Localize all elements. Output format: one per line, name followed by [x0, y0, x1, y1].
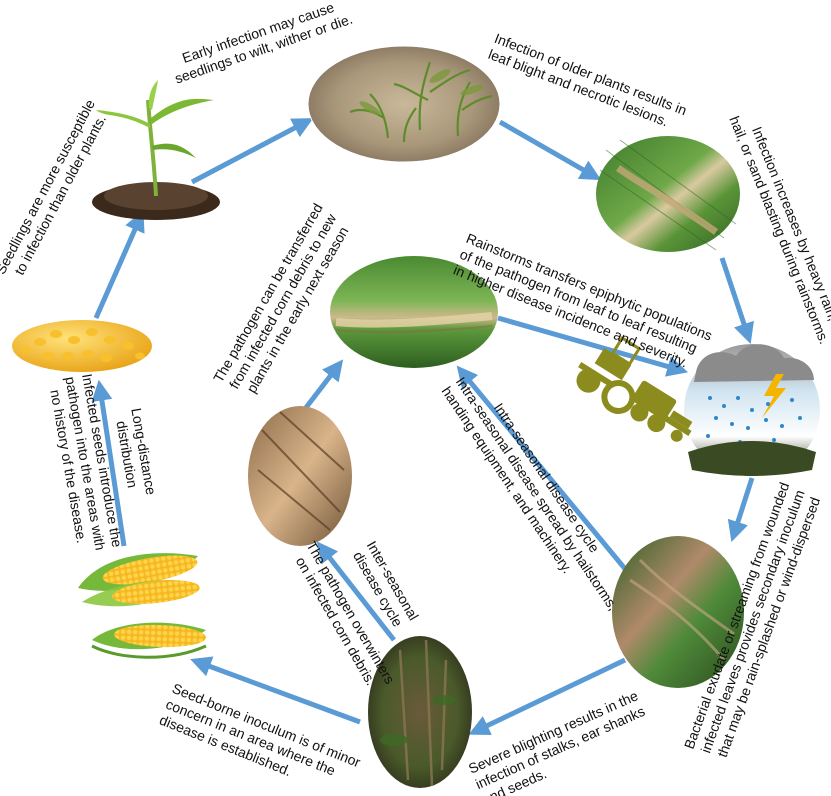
arrow-seedling-to-field — [192, 122, 306, 182]
leaf-blight-image — [596, 136, 740, 252]
arrow-kernels-to-seedling — [96, 218, 140, 318]
corn-debris-image — [248, 406, 352, 546]
arrow-rain-to-blighted — [734, 478, 752, 534]
arrow-leaf-to-rain — [722, 258, 748, 336]
seedling-soil-image — [92, 80, 220, 220]
arrow-field-to-leaf — [500, 122, 594, 176]
seedling-field-image — [308, 46, 500, 162]
